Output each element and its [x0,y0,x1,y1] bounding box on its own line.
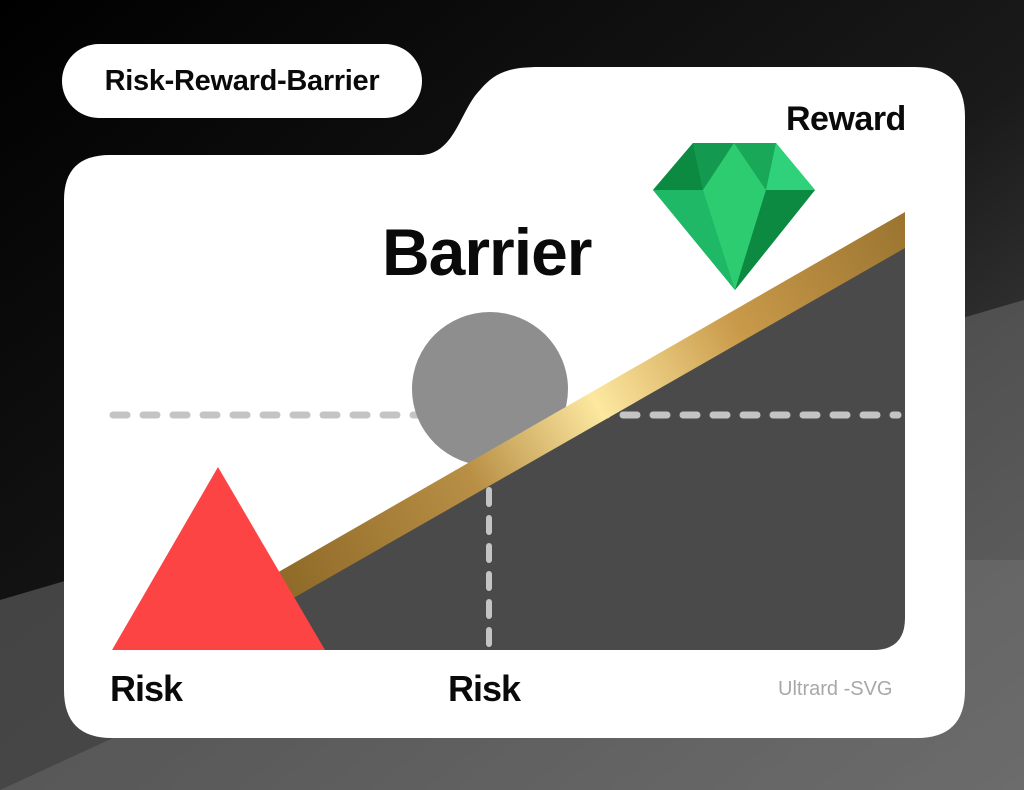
barrier-label: Barrier [382,215,592,289]
watermark-text: Ultrard -SVG [778,678,893,700]
risk-label-middle: Risk [448,668,521,709]
gray-circle-boulder-icon [412,312,568,466]
gold-ramp [268,212,905,600]
slope-area [280,240,905,650]
reward-label: Reward [786,100,906,138]
title-badge: Risk-Reward-Barrier [62,44,422,118]
risk-label-left: Risk [110,668,183,709]
diamond-gem-icon [653,143,815,290]
red-triangle-icon [112,467,325,650]
